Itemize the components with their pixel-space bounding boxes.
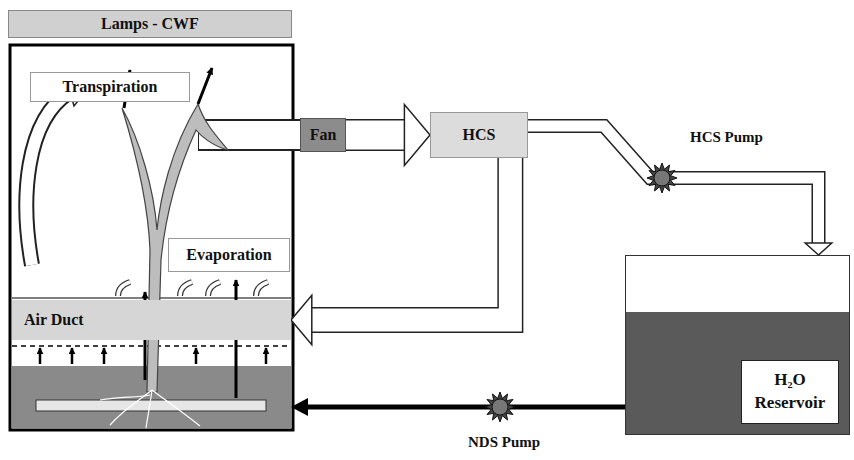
node-text: HCS [463, 126, 496, 144]
short-arrows [40, 348, 266, 364]
process-label-box: Transpiration [30, 72, 190, 102]
air-arrow-inner [118, 282, 130, 296]
flow-arrow [103, 348, 106, 364]
arrow-outline [528, 126, 819, 244]
flow-arrow [39, 348, 42, 364]
pump-label: HCS Pump [690, 129, 763, 146]
pump-label: NDS Pump [468, 434, 540, 451]
lamp-bar: Lamps - CWF [8, 10, 292, 38]
arrow-head [291, 295, 312, 344]
growth-chamber [10, 45, 293, 430]
reservoir-tank: H₂O Reservoir [625, 255, 850, 435]
nds-arrow-head [291, 398, 308, 416]
process-label-box: Evaporation [168, 238, 290, 272]
air-arrow [208, 282, 220, 296]
arrow-fill [311, 158, 511, 320]
node-text: Evaporation [186, 246, 271, 264]
node-text: Lamps - CWF [101, 15, 199, 33]
hollow-arrow [528, 126, 832, 255]
hollow-arrow [346, 105, 430, 166]
air-arrow-inner [208, 282, 220, 296]
air-arrow [118, 282, 130, 296]
pump-symbol [647, 163, 677, 193]
arrow-outline [311, 158, 511, 320]
hcs-box: HCS [430, 112, 528, 158]
pump-symbol [485, 392, 515, 422]
arrow-outline [346, 119, 405, 151]
arrow-fill [528, 126, 819, 244]
arrow-head [404, 105, 430, 166]
air-arrow [256, 282, 268, 296]
node-text: Fan [310, 126, 337, 144]
air-arrow-inner [256, 282, 268, 296]
circulation-arrow [26, 92, 70, 265]
circulation-arrow-inner [26, 92, 70, 265]
arrow-fill [346, 121, 405, 150]
nutrient-pipe [36, 400, 266, 411]
nds-line [302, 405, 625, 410]
hollow-arrow [291, 158, 510, 345]
air-arrow-inner [180, 282, 192, 296]
air-arrow [180, 282, 192, 296]
roots [100, 390, 200, 428]
node-text: H₂O Reservoir [741, 360, 839, 424]
arrow-head [805, 243, 832, 255]
air-duct-band: Air Duct [12, 300, 291, 340]
node-text: Transpiration [63, 78, 158, 96]
curl-arrows [118, 282, 268, 296]
flow-arrow [195, 348, 198, 364]
fan-box: Fan [300, 118, 346, 152]
transpiration-arrow [198, 68, 212, 104]
flow-arrow [71, 348, 74, 364]
node-text: Air Duct [24, 311, 84, 329]
flow-arrow [265, 348, 268, 364]
